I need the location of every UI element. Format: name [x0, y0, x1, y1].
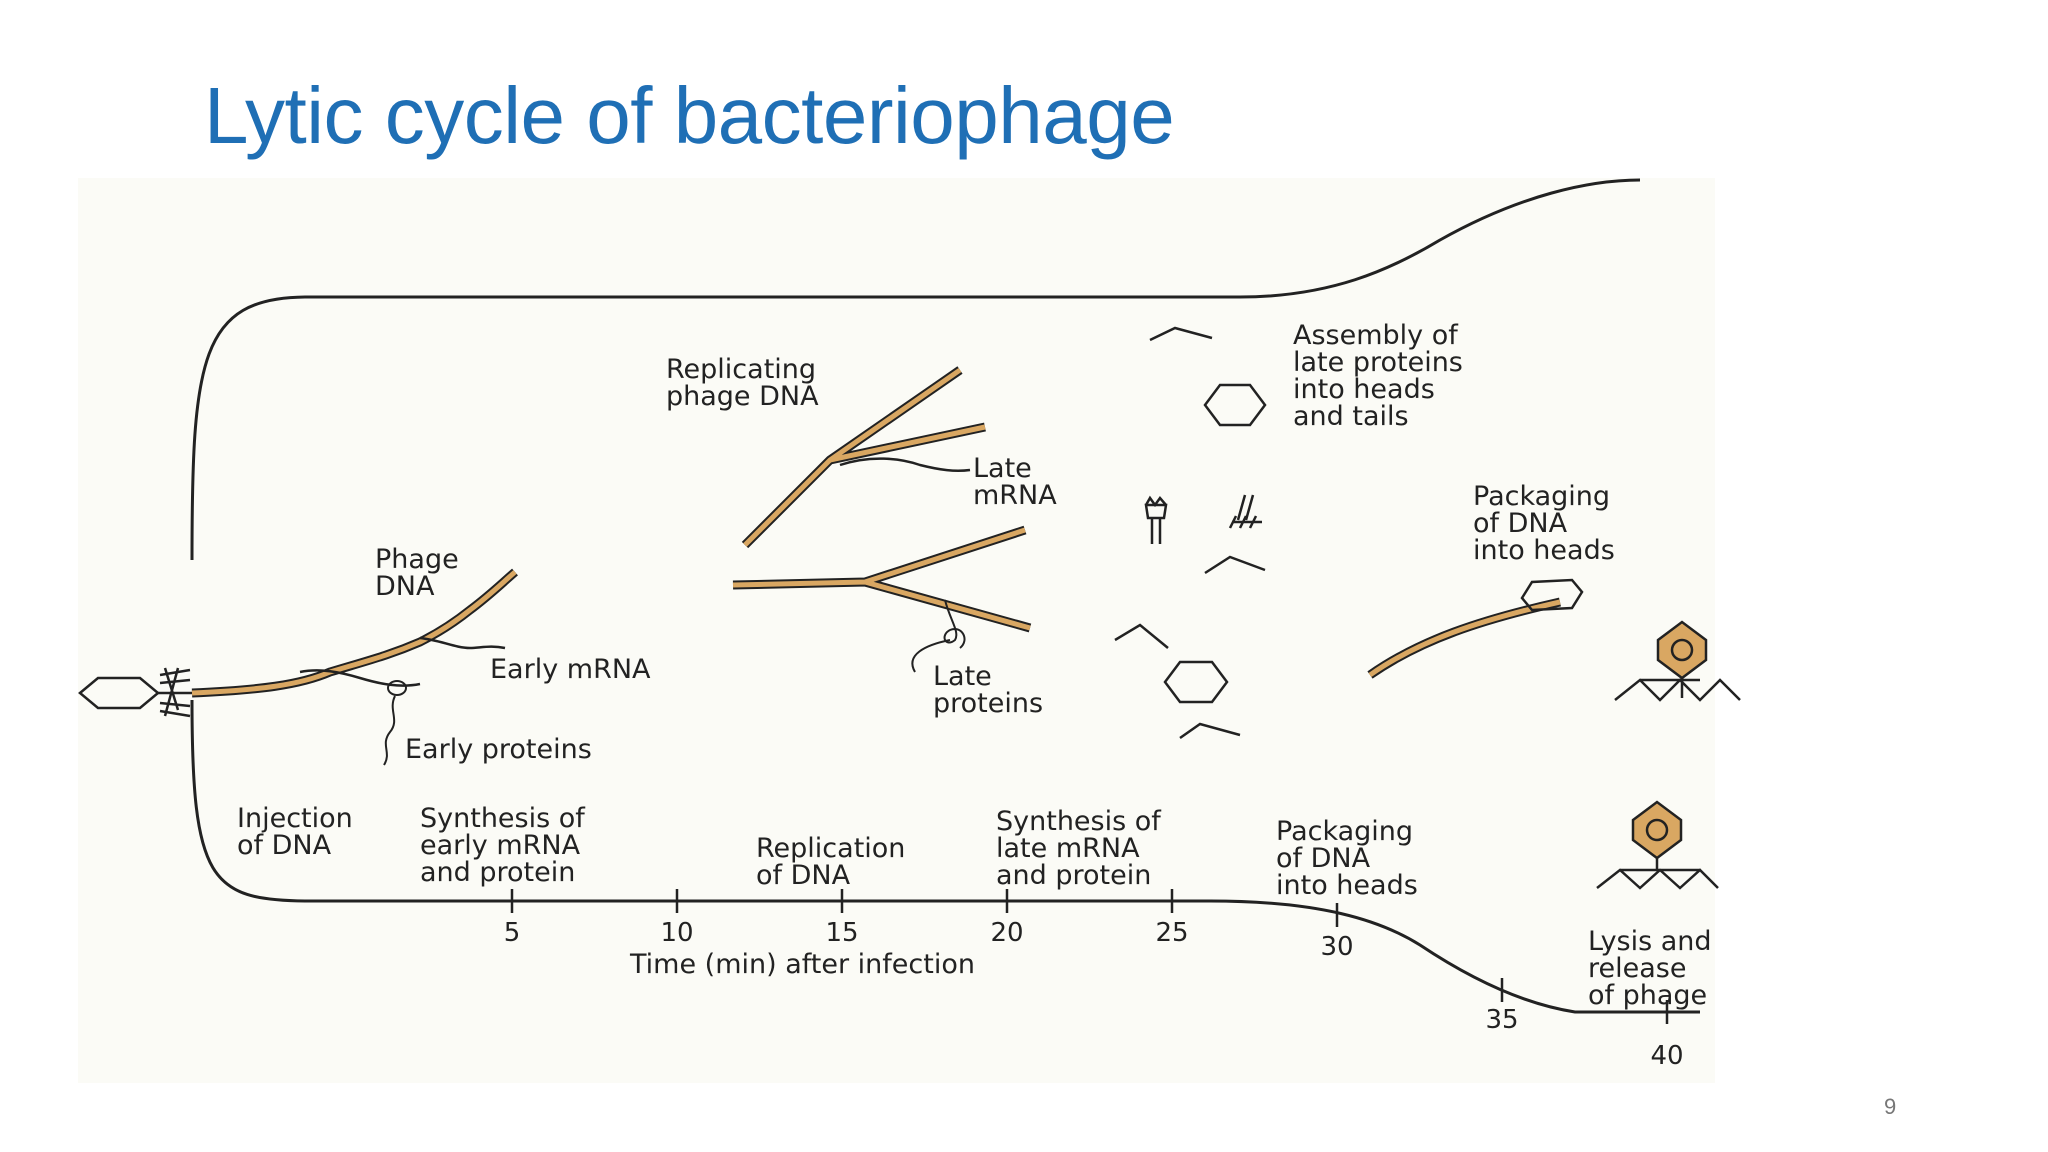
- timeline-ticks: [510, 889, 1669, 1024]
- late-mrna-strand: [839, 457, 971, 473]
- mature-phage-icon: [1614, 620, 1741, 702]
- tick-label: 20: [990, 918, 1023, 948]
- capsid-fragment: [1114, 326, 1266, 740]
- tick-label: 5: [504, 918, 521, 948]
- label-replicating-dna: Replicating phage DNA: [666, 354, 825, 412]
- label-phage-dna: Phage DNA: [375, 544, 467, 602]
- tick-label: 15: [825, 918, 858, 948]
- slide-title: Lytic cycle of bacteriophage: [204, 71, 1175, 160]
- tick-label: 10: [660, 918, 693, 948]
- stage-replication: Replication of DNA: [756, 833, 914, 891]
- tick-label: 30: [1320, 932, 1353, 962]
- bacteriophage-icon: [78, 667, 192, 718]
- label-early-mrna: Early mRNA: [490, 654, 651, 685]
- stage-injection: Injection of DNA: [237, 803, 361, 861]
- phage-dna-strand: [191, 568, 518, 698]
- mature-phage-icon: [1596, 800, 1719, 890]
- late-protein: [911, 599, 966, 673]
- phage-tail-icon: [1144, 494, 1262, 544]
- stage-early-synthesis: Synthesis of early mRNA and protein: [420, 803, 593, 888]
- label-packaging-top: Packaging of DNA into heads: [1473, 481, 1619, 566]
- hexagon-capsid-icon: [1163, 383, 1267, 704]
- label-early-proteins: Early proteins: [405, 734, 592, 765]
- stage-packaging: Packaging of DNA into heads: [1276, 816, 1422, 901]
- early-protein: [383, 680, 407, 766]
- tick-label: 25: [1155, 918, 1188, 948]
- label-late-mrna: Late mRNA: [973, 453, 1057, 511]
- replicating-dna-upper: [741, 366, 986, 549]
- early-mrna: [299, 636, 506, 687]
- stage-late-synthesis: Synthesis of late mRNA and protein: [996, 806, 1169, 891]
- tick-label: 35: [1485, 1005, 1518, 1035]
- stage-lysis: Lysis and release of phage: [1588, 926, 1720, 1011]
- bacterial-cell-outline: [190, 178, 1641, 561]
- diagram-background: [78, 178, 1715, 1083]
- label-assembly: Assembly of late proteins into heads and…: [1293, 320, 1471, 432]
- tick-label: 40: [1650, 1041, 1683, 1071]
- packaging-dna: [1367, 578, 1584, 679]
- timeline-axis-label: Time (min) after infection: [629, 949, 975, 980]
- page-number: 9: [1884, 1094, 1897, 1119]
- label-late-proteins: Late proteins: [933, 661, 1043, 719]
- replicating-dna-lower: [732, 525, 1032, 633]
